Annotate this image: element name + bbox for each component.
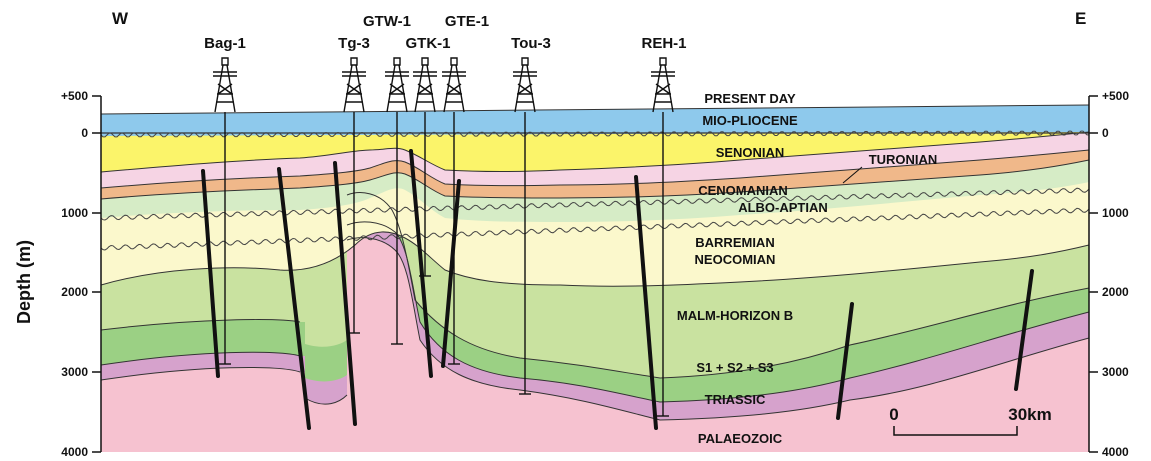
label-present-day: PRESENT DAY	[704, 91, 796, 106]
well-gtw1: GTW-1	[363, 13, 411, 345]
label-neocomian: NEOCOMIAN	[695, 252, 776, 267]
well-reh1: REH-1	[641, 35, 687, 417]
depth-axis-label: Depth (m)	[14, 240, 34, 324]
label-cenomanian: CENOMANIAN	[698, 183, 788, 198]
well-gtk1: GTK-1	[406, 35, 451, 277]
label-s1s2s3: S1 + S2 + S3	[696, 360, 773, 375]
right-tick-0: 0	[1102, 126, 1109, 140]
west-label: W	[112, 9, 129, 28]
right-tick-4000: 4000	[1102, 445, 1129, 459]
faults	[201, 149, 1034, 430]
horizon-lines	[100, 104, 1090, 421]
fault-6	[634, 175, 658, 430]
fault-4	[409, 149, 433, 378]
scale-bar: 0 30km	[889, 405, 1052, 436]
label-turonian: TURONIAN	[869, 152, 938, 167]
well-gte1: GTE-1	[442, 13, 489, 365]
left-tick-4000: 4000	[61, 445, 88, 459]
sea-layer	[101, 105, 1089, 136]
right-tick-1000: 1000	[1102, 206, 1129, 220]
well-tg3: Tg-3	[338, 35, 370, 334]
oil-derrick-icon	[442, 57, 466, 113]
left-tick-plus500: +500	[61, 89, 88, 103]
fault-3	[333, 161, 357, 426]
well-bag1: Bag-1	[204, 35, 246, 365]
oil-derrick-icon	[213, 57, 237, 113]
oil-derrick-icon	[513, 57, 537, 113]
label-mio-pliocene: MIO-PLIOCENE	[702, 113, 798, 128]
well-label: Bag-1	[204, 35, 246, 52]
scale-end: 30km	[1008, 405, 1051, 424]
senonian-layer	[101, 130, 1089, 172]
oil-derrick-icon	[342, 57, 366, 113]
label-triassic: TRIASSIC	[705, 392, 766, 407]
left-tick-2000: 2000	[61, 285, 88, 299]
east-label: E	[1075, 9, 1086, 28]
strata	[101, 105, 1089, 452]
left-tick-0: 0	[81, 126, 88, 140]
oil-derrick-icon	[385, 57, 409, 113]
oil-derrick-icon	[651, 57, 675, 113]
fault-1	[201, 169, 220, 378]
fault-2	[277, 167, 311, 430]
well-tou3: Tou-3	[511, 35, 551, 395]
fault-7	[836, 302, 854, 420]
unconformities	[100, 130, 1090, 251]
fault-8	[1014, 269, 1034, 391]
well-label: Tg-3	[338, 35, 370, 52]
scale-start: 0	[889, 405, 898, 424]
label-palaeozoic: PALAEOZOIC	[698, 431, 783, 446]
label-senonian: SENONIAN	[716, 145, 785, 160]
right-tick-plus500: +500	[1102, 89, 1129, 103]
depth-axis-left	[92, 95, 102, 453]
well-label: Tou-3	[511, 35, 551, 52]
right-tick-3000: 3000	[1102, 365, 1129, 379]
depth-axis-right	[1088, 95, 1098, 453]
label-malm: MALM-HORIZON B	[677, 308, 793, 323]
well-label: GTW-1	[363, 13, 411, 30]
well-label: REH-1	[641, 35, 686, 52]
fault-5	[441, 179, 461, 368]
label-albo-aptian: ALBO-APTIAN	[738, 200, 828, 215]
well-label: GTE-1	[445, 13, 489, 30]
well-label: GTK-1	[406, 35, 451, 52]
oil-derrick-icon	[413, 57, 437, 113]
left-tick-3000: 3000	[61, 365, 88, 379]
label-barremian: BARREMIAN	[695, 235, 774, 250]
right-tick-2000: 2000	[1102, 285, 1129, 299]
left-tick-1000: 1000	[61, 206, 88, 220]
turonian-leader	[842, 166, 863, 184]
